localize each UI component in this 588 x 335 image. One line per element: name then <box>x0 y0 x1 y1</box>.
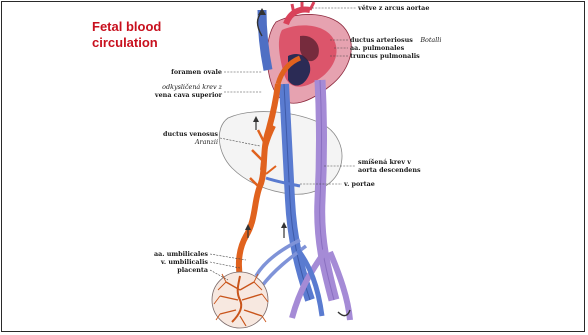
label-odkyslicena-krev: odkysličená krev z <box>162 83 222 91</box>
label-ductus-venosus-name: Aranzii <box>194 138 218 146</box>
label-aorta-descendens: aorta descendens <box>358 166 421 174</box>
placenta-illustration <box>212 272 268 328</box>
label-foramen-ovale: foramen ovale <box>171 68 222 76</box>
label-aa-pulmonales: aa. pulmonales <box>350 44 405 52</box>
label-ductus-venosus: ductus venosus <box>163 130 218 138</box>
label-v-umbilicalis: v. umbilicalis <box>160 258 209 266</box>
arch-branch-3 <box>310 2 314 10</box>
label-placenta: placenta <box>177 266 208 274</box>
label-aa-umbilicales: aa. umbilicales <box>154 250 208 258</box>
ductus-arteriosus-name: Botalli <box>419 36 441 44</box>
label-vetve-arcus-aortae: větve z arcus aortae <box>357 4 429 12</box>
ductus-arteriosus-text: ductus arteriosus <box>350 36 413 44</box>
label-vena-cava-superior: vena cava superior <box>154 91 223 99</box>
label-truncus-pulmonalis: truncus pulmonalis <box>350 52 420 60</box>
arch-branch-1 <box>292 4 294 14</box>
aorta-descendens <box>320 80 334 300</box>
label-smisena-krev: smíšená krev v <box>358 158 411 166</box>
label-v-portae: v. portae <box>343 180 375 188</box>
vena-cava-superior <box>262 10 268 70</box>
